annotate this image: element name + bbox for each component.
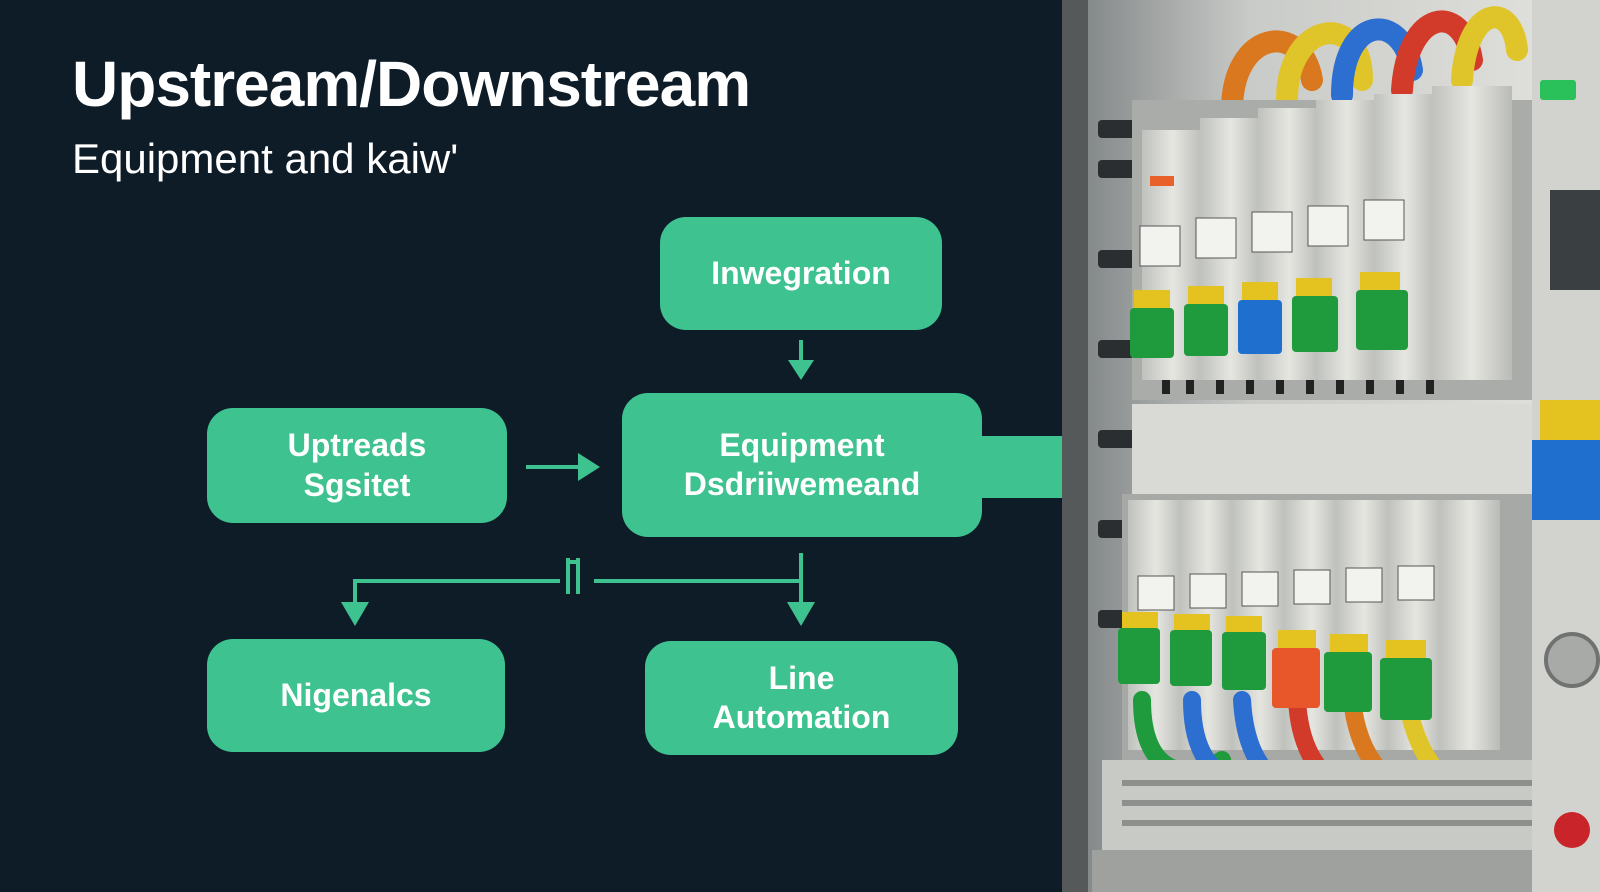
electrical-panel-illustration xyxy=(1062,0,1600,892)
junction-glyph xyxy=(566,558,580,594)
node-upstream-line-1: Uptreads xyxy=(287,427,427,464)
node-line-automation: Line Automation xyxy=(645,641,958,755)
node-nigenalcs: Nigenalcs xyxy=(207,639,505,752)
node-integration: Inwegration xyxy=(660,217,942,330)
node-line-automation-line-1: Line xyxy=(768,659,835,696)
connector-split-line xyxy=(353,553,803,607)
node-equipment-line-2: Dsdriiwemeand xyxy=(683,466,921,502)
node-integration-label: Inwegration xyxy=(711,254,891,291)
electrical-panel-image xyxy=(1062,0,1600,892)
arrowhead-integration xyxy=(788,360,814,380)
diagram-subtitle: Equipment and kaiw' xyxy=(72,135,459,182)
arrowhead-upstream xyxy=(578,453,600,481)
diagram-title: Upstream/Downstream xyxy=(72,48,751,120)
node-upstream-system: Uptreads Sgsitet xyxy=(207,408,507,523)
node-equipment: Equipment Dsdriiwemeand xyxy=(622,393,982,537)
node-equipment-line-1: Equipment xyxy=(719,426,885,463)
arrowhead-nigenalcs xyxy=(341,602,369,626)
node-upstream-line-2: Sgsitet xyxy=(303,466,411,503)
node-line-automation-line-2: Automation xyxy=(712,699,891,735)
arrowhead-line-automation xyxy=(787,602,815,626)
node-nigenalcs-label: Nigenalcs xyxy=(280,676,432,713)
